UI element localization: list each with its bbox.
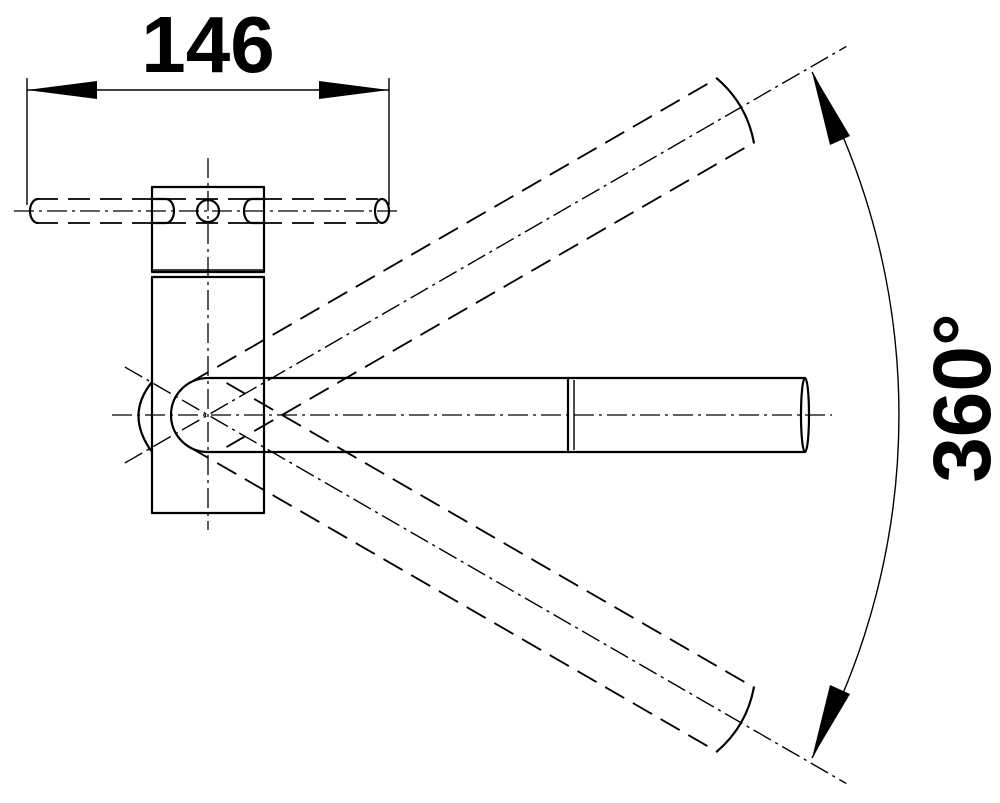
rotation-arrow-top <box>812 72 850 145</box>
rotation-dimension: 360° <box>811 71 1000 759</box>
spout-center-position <box>112 376 832 454</box>
spout-down-centerline <box>124 366 847 785</box>
spout-up-centerline <box>124 45 847 464</box>
spout-down-tip <box>715 686 756 753</box>
spout-rotated-down <box>124 366 847 785</box>
handle-top-view <box>14 185 400 274</box>
spout-down-outline-top <box>226 382 755 689</box>
rotation-dimension-label: 360° <box>917 313 1000 483</box>
spout-up-outline-top <box>189 77 718 384</box>
spout-tip <box>799 376 811 454</box>
dimension-arrow-right <box>319 81 389 99</box>
handle-stub-right <box>242 197 266 225</box>
spout-up-tip <box>715 77 756 144</box>
rotation-arc <box>811 71 900 759</box>
faucet-body <box>137 158 266 530</box>
column-side-bulge <box>137 380 154 454</box>
spout-down-outline-bottom <box>189 446 718 753</box>
handle-stub-left <box>150 197 176 225</box>
rotation-arrow-bottom <box>812 685 850 758</box>
spout-up-outline-bottom <box>226 141 755 448</box>
dimension-arrow-left <box>27 81 97 99</box>
handle-end-right <box>373 197 391 225</box>
width-dimension-label: 146 <box>141 0 274 89</box>
handle-end-left <box>28 197 40 225</box>
width-dimension: 146 <box>26 0 390 205</box>
